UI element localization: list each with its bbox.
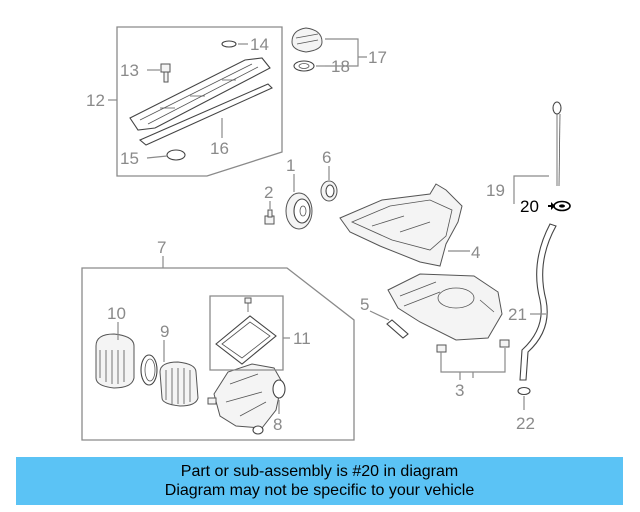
callout-15: 15 (120, 149, 139, 168)
callout-20: 20 (520, 197, 539, 216)
pulley-bolt-part (264, 209, 275, 225)
crank-pulley-part (285, 192, 313, 230)
callout-9: 9 (160, 322, 169, 341)
group-7-outline (81, 267, 355, 441)
baffle-part (386, 319, 409, 339)
filter-element-part (159, 361, 199, 407)
housing-seal-part (272, 379, 286, 399)
callout-4: 4 (471, 243, 480, 262)
callout-1: 1 (286, 156, 295, 175)
banner-line-2: Diagram may not be specific to your vehi… (164, 482, 475, 499)
dipstick-o-ring-part (553, 200, 571, 212)
upper-oil-pan-part (339, 183, 463, 267)
dipstick-tube-part (519, 223, 557, 381)
cap-gasket-18-part (293, 60, 315, 72)
callout-18: 18 (331, 57, 350, 76)
drain-plug-part (436, 339, 510, 353)
callout-21: 21 (508, 305, 527, 324)
callout-8: 8 (273, 415, 282, 434)
callout-10: 10 (107, 304, 126, 323)
lower-oil-pan-part (387, 273, 503, 341)
filter-housing-part (207, 363, 283, 435)
valve-cover-group (108, 26, 283, 177)
filter-o-ring-part (140, 354, 158, 386)
callout-14: 14 (250, 35, 269, 54)
callout-7: 7 (157, 238, 166, 257)
callout-2: 2 (264, 183, 273, 202)
callout-22: 22 (516, 414, 535, 433)
oil-filter-part (95, 333, 135, 389)
group-12-outline (116, 26, 283, 177)
oil-cap-part (291, 27, 323, 53)
parts-diagram: 1 2 3 4 5 6 7 8 9 10 11 12 13 14 15 16 1… (81, 26, 571, 441)
gasket-part (138, 83, 273, 146)
callout-19: 19 (486, 181, 505, 200)
dipstick-part (552, 101, 562, 187)
callout-11: 11 (293, 329, 311, 348)
front-seal-part (320, 180, 338, 202)
callout-6: 6 (322, 148, 331, 167)
gasket-set-part (215, 297, 277, 365)
oil-filter-group (81, 256, 355, 441)
seal-14-part (221, 40, 237, 48)
callout-13: 13 (120, 61, 139, 80)
info-banner: Part or sub-assembly is #20 in diagram D… (16, 457, 623, 505)
valve-cover-part (129, 57, 271, 131)
callout-5: 5 (360, 295, 369, 314)
callout-labels: 1 2 3 4 5 6 7 8 9 10 11 12 13 14 15 16 1… (86, 35, 539, 434)
bolt-13-part (160, 63, 171, 83)
tube-seal-part (517, 386, 531, 396)
callout-16: 16 (210, 139, 229, 158)
seal-15-part (166, 149, 186, 161)
callout-12: 12 (86, 91, 105, 110)
banner-line-1: Part or sub-assembly is #20 in diagram (180, 463, 459, 480)
callout-17: 17 (368, 48, 387, 67)
callout-3: 3 (455, 381, 464, 400)
group-11-outline (209, 295, 284, 371)
